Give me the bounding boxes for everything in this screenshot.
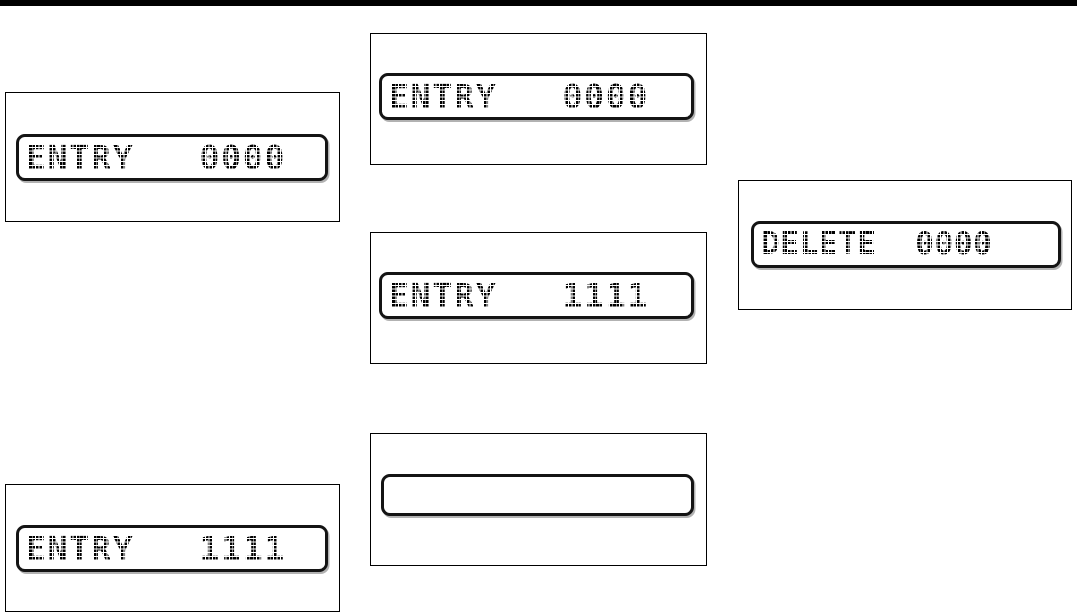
top-black-rule: [0, 0, 1077, 6]
lcd-display-2[interactable]: ENTRY 0000: [379, 73, 694, 120]
lcd-display-4[interactable]: DELETE 0000: [751, 221, 1061, 268]
lcd-text-1: ENTRY 0000: [19, 141, 286, 174]
lcd-text-5: ENTRY 1111: [19, 532, 286, 565]
lcd-display-3[interactable]: ENTRY 1111: [379, 272, 694, 319]
lcd-text-3: ENTRY 1111: [382, 279, 649, 312]
lcd-panel-top-left: ENTRY 0000: [5, 92, 340, 222]
lcd-text-4: DELETE 0000: [754, 229, 992, 260]
lcd-panel-right: DELETE 0000: [738, 180, 1072, 310]
lcd-panel-top-middle: ENTRY 0000: [370, 33, 707, 165]
lcd-display-5[interactable]: ENTRY 1111: [16, 525, 328, 572]
lcd-display-1[interactable]: ENTRY 0000: [16, 134, 328, 181]
lcd-panel-center-middle: ENTRY 1111: [370, 232, 707, 364]
lcd-panel-bottom-middle: [370, 433, 707, 566]
lcd-text-2: ENTRY 0000: [382, 80, 649, 113]
lcd-display-6-blank[interactable]: [381, 474, 694, 516]
lcd-panel-bottom-left: ENTRY 1111: [5, 484, 340, 612]
